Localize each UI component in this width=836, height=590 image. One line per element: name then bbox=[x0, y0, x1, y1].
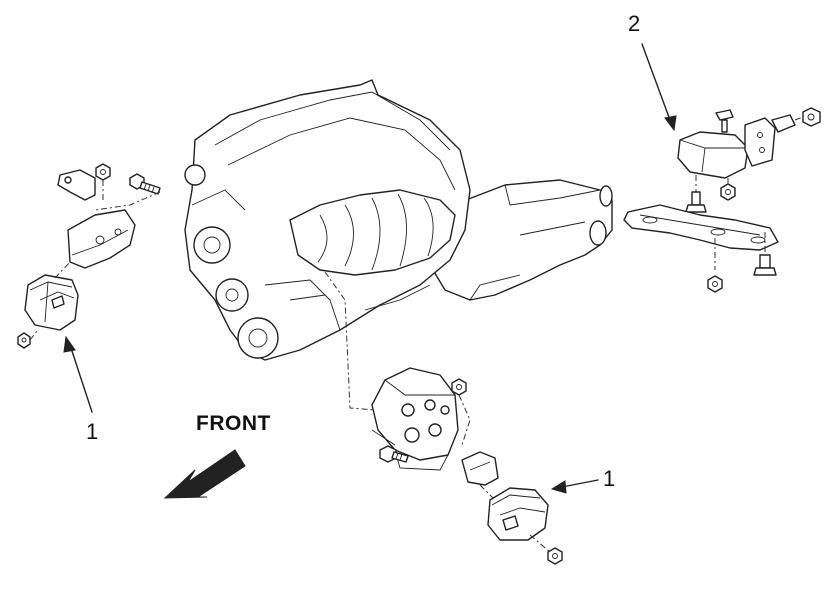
front-label: FRONT bbox=[196, 412, 271, 435]
rear-transmission-mount bbox=[623, 43, 821, 293]
callout-rear-mount: 2 bbox=[628, 11, 641, 36]
right-engine-mount bbox=[324, 271, 599, 565]
transmission bbox=[429, 179, 613, 301]
engine-assembly bbox=[184, 79, 613, 361]
intake-manifold bbox=[289, 189, 456, 276]
callout-left-mount: 1 bbox=[86, 419, 99, 444]
front-direction-arrow bbox=[163, 449, 246, 499]
crossmember bbox=[623, 204, 779, 251]
callout-right-mount: 1 bbox=[603, 466, 616, 491]
left-engine-mount bbox=[17, 163, 161, 413]
